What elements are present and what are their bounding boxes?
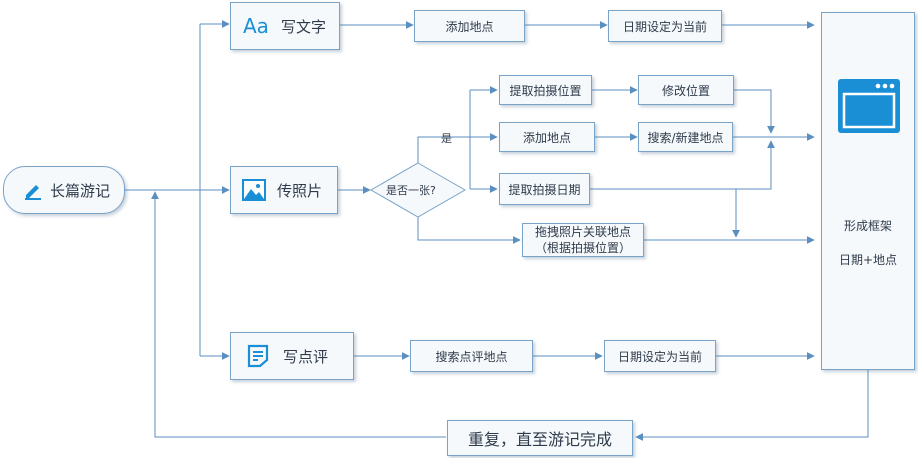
- pencil-icon: [22, 179, 44, 201]
- window-icon: [838, 79, 900, 133]
- add-place-label-1: 添加地点: [445, 19, 494, 34]
- drag-photo-label-1: 拖拽照片关联地点: [534, 225, 631, 239]
- drag-photo-node: 拖拽照片关联地点 （根据拍摄位置）: [522, 223, 644, 257]
- font-aa-icon: Aa: [243, 14, 269, 38]
- image-icon: [241, 178, 267, 202]
- date-current-node-2: 日期设定为当前: [604, 340, 716, 372]
- extract-date-node: 提取拍摄日期: [499, 173, 590, 205]
- decision-diamond: [369, 162, 467, 218]
- review-label: 写点评: [283, 347, 329, 366]
- drag-photo-label-2: （根据拍摄位置）: [534, 241, 631, 255]
- search-new-place-node: 搜索/新建地点: [638, 122, 733, 152]
- photo-node: 传照片: [230, 166, 338, 214]
- form-frame-label: 形成框架: [843, 219, 892, 233]
- search-review-place-label: 搜索点评地点: [435, 349, 508, 364]
- edge-frame-repeat: [635, 370, 869, 441]
- add-place-node-2: 添加地点: [499, 122, 595, 152]
- note-icon: [247, 344, 269, 368]
- decision-label: 是否一张?: [386, 184, 436, 197]
- add-place-label-2: 添加地点: [522, 130, 571, 145]
- edge-repeat-start: [151, 191, 446, 438]
- start-label: 长篇游记: [50, 181, 111, 200]
- date-current-label-2: 日期设定为当前: [617, 349, 702, 364]
- date-place-label: 日期+地点: [838, 253, 898, 267]
- yes-label: 是: [441, 132, 452, 145]
- date-current-node-1: 日期设定为当前: [608, 10, 722, 42]
- edge-decision-branch: [417, 136, 470, 163]
- edge-date-up: [590, 140, 775, 190]
- add-place-node-1: 添加地点: [414, 10, 525, 42]
- extract-date-label: 提取拍摄日期: [508, 182, 581, 197]
- start-node: 长篇游记: [3, 166, 125, 214]
- edge-decision-no: [417, 217, 521, 244]
- photo-label: 传照片: [277, 181, 323, 200]
- write-text-node: Aa 写文字: [230, 2, 340, 50]
- extract-location-node: 提取拍摄位置: [499, 75, 592, 105]
- form-frame-node: 形成框架 日期+地点: [821, 12, 915, 370]
- search-new-place-label: 搜索/新建地点: [647, 130, 724, 145]
- date-current-label-1: 日期设定为当前: [622, 19, 707, 34]
- search-review-place-node: 搜索点评地点: [410, 340, 533, 372]
- repeat-node: 重复，直至游记完成: [447, 420, 633, 456]
- extract-location-label: 提取拍摄位置: [509, 83, 582, 98]
- review-node: 写点评: [230, 332, 354, 380]
- repeat-label: 重复，直至游记完成: [467, 430, 612, 449]
- modify-location-node: 修改位置: [638, 75, 734, 105]
- edge-modify-down: [734, 89, 775, 134]
- modify-location-label: 修改位置: [661, 83, 710, 98]
- write-text-label: 写文字: [280, 17, 326, 36]
